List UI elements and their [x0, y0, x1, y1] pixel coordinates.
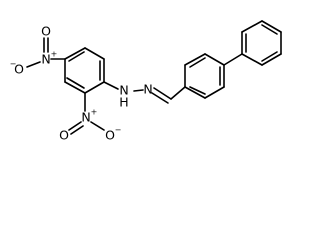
- hydrazone-n-nitrogen: N: [143, 82, 152, 97]
- ring-a-bond-c4-c5: [64, 81, 86, 94]
- linker-bond-ring-nh: [103, 81, 119, 90]
- nitro-2-oxygen-right: O: [105, 128, 115, 143]
- nitro-2-bond-o-bottom-b: [70, 125, 84, 135]
- ring-b-bond-c5-c6: [184, 53, 206, 66]
- linker-bond-n-ch-inner: [151, 92, 169, 104]
- ring-c-bond-c4-c5: [261, 20, 282, 33]
- ring-a-bond-c6-c1-inner: [68, 51, 85, 62]
- ring-c-bond-c4-c5-inner: [261, 24, 278, 35]
- ring-b-bond-c2-c3: [204, 86, 225, 99]
- nitro-1-oxygen-left-charge: −: [10, 60, 17, 69]
- nitro-1-bond-o-left: [26, 61, 41, 68]
- nitro-2-bond-o-bottom-a: [68, 121, 82, 131]
- linker-bond-nh-n: [133, 89, 144, 92]
- nitro-1-oxygen-left: O: [14, 62, 24, 77]
- nitro-1-oxygen-top: O: [41, 24, 51, 39]
- ring-a-bond-c6-c1: [64, 47, 86, 60]
- atom-labels: O − N + O N + O O − N H N: [10, 24, 153, 143]
- ring-b-bond-c1-c2-inner: [189, 86, 206, 95]
- hydrazone-nh-nitrogen: N: [119, 83, 128, 98]
- nitro-2-nitrogen: N: [81, 110, 90, 125]
- structure-diagram: O − N + O N + O O − N H N: [10, 20, 282, 143]
- nitro-1-nitrogen: N: [41, 52, 50, 67]
- nitro-2-oxygen-right-charge: −: [115, 126, 122, 135]
- linker-bond-ch-ring: [170, 86, 186, 100]
- ring-c-bond-c2-c3: [261, 53, 282, 66]
- ring-a-bond-c1-c2: [84, 47, 105, 60]
- nitro-2-nitrogen-charge: +: [91, 108, 98, 117]
- biaryl-bond: [223, 53, 243, 66]
- nitro-1-nitrogen-charge: +: [51, 50, 58, 59]
- nitro-2-bond-o-right: [90, 121, 105, 131]
- linker-bond-n-ch: [153, 87, 172, 100]
- ring-c-bond-c1-c2: [241, 53, 263, 66]
- ring-c-bond-c2-c3-inner: [261, 51, 278, 62]
- ring-b-bond-c1-c2: [184, 86, 206, 99]
- bonds: [26, 20, 282, 135]
- ring-c-bond-c5-c6: [241, 20, 263, 33]
- nitro-2-oxygen-bottom: O: [59, 128, 69, 143]
- hydrazone-nh-hydrogen: H: [119, 95, 128, 110]
- ring-a-bond-c4-c5-inner: [66, 77, 85, 89]
- ring-b-bond-c4-c5: [204, 53, 225, 66]
- ring-b-bond-c5-c6-inner: [189, 57, 206, 68]
- ring-a-bond-c3-c4: [84, 81, 105, 94]
